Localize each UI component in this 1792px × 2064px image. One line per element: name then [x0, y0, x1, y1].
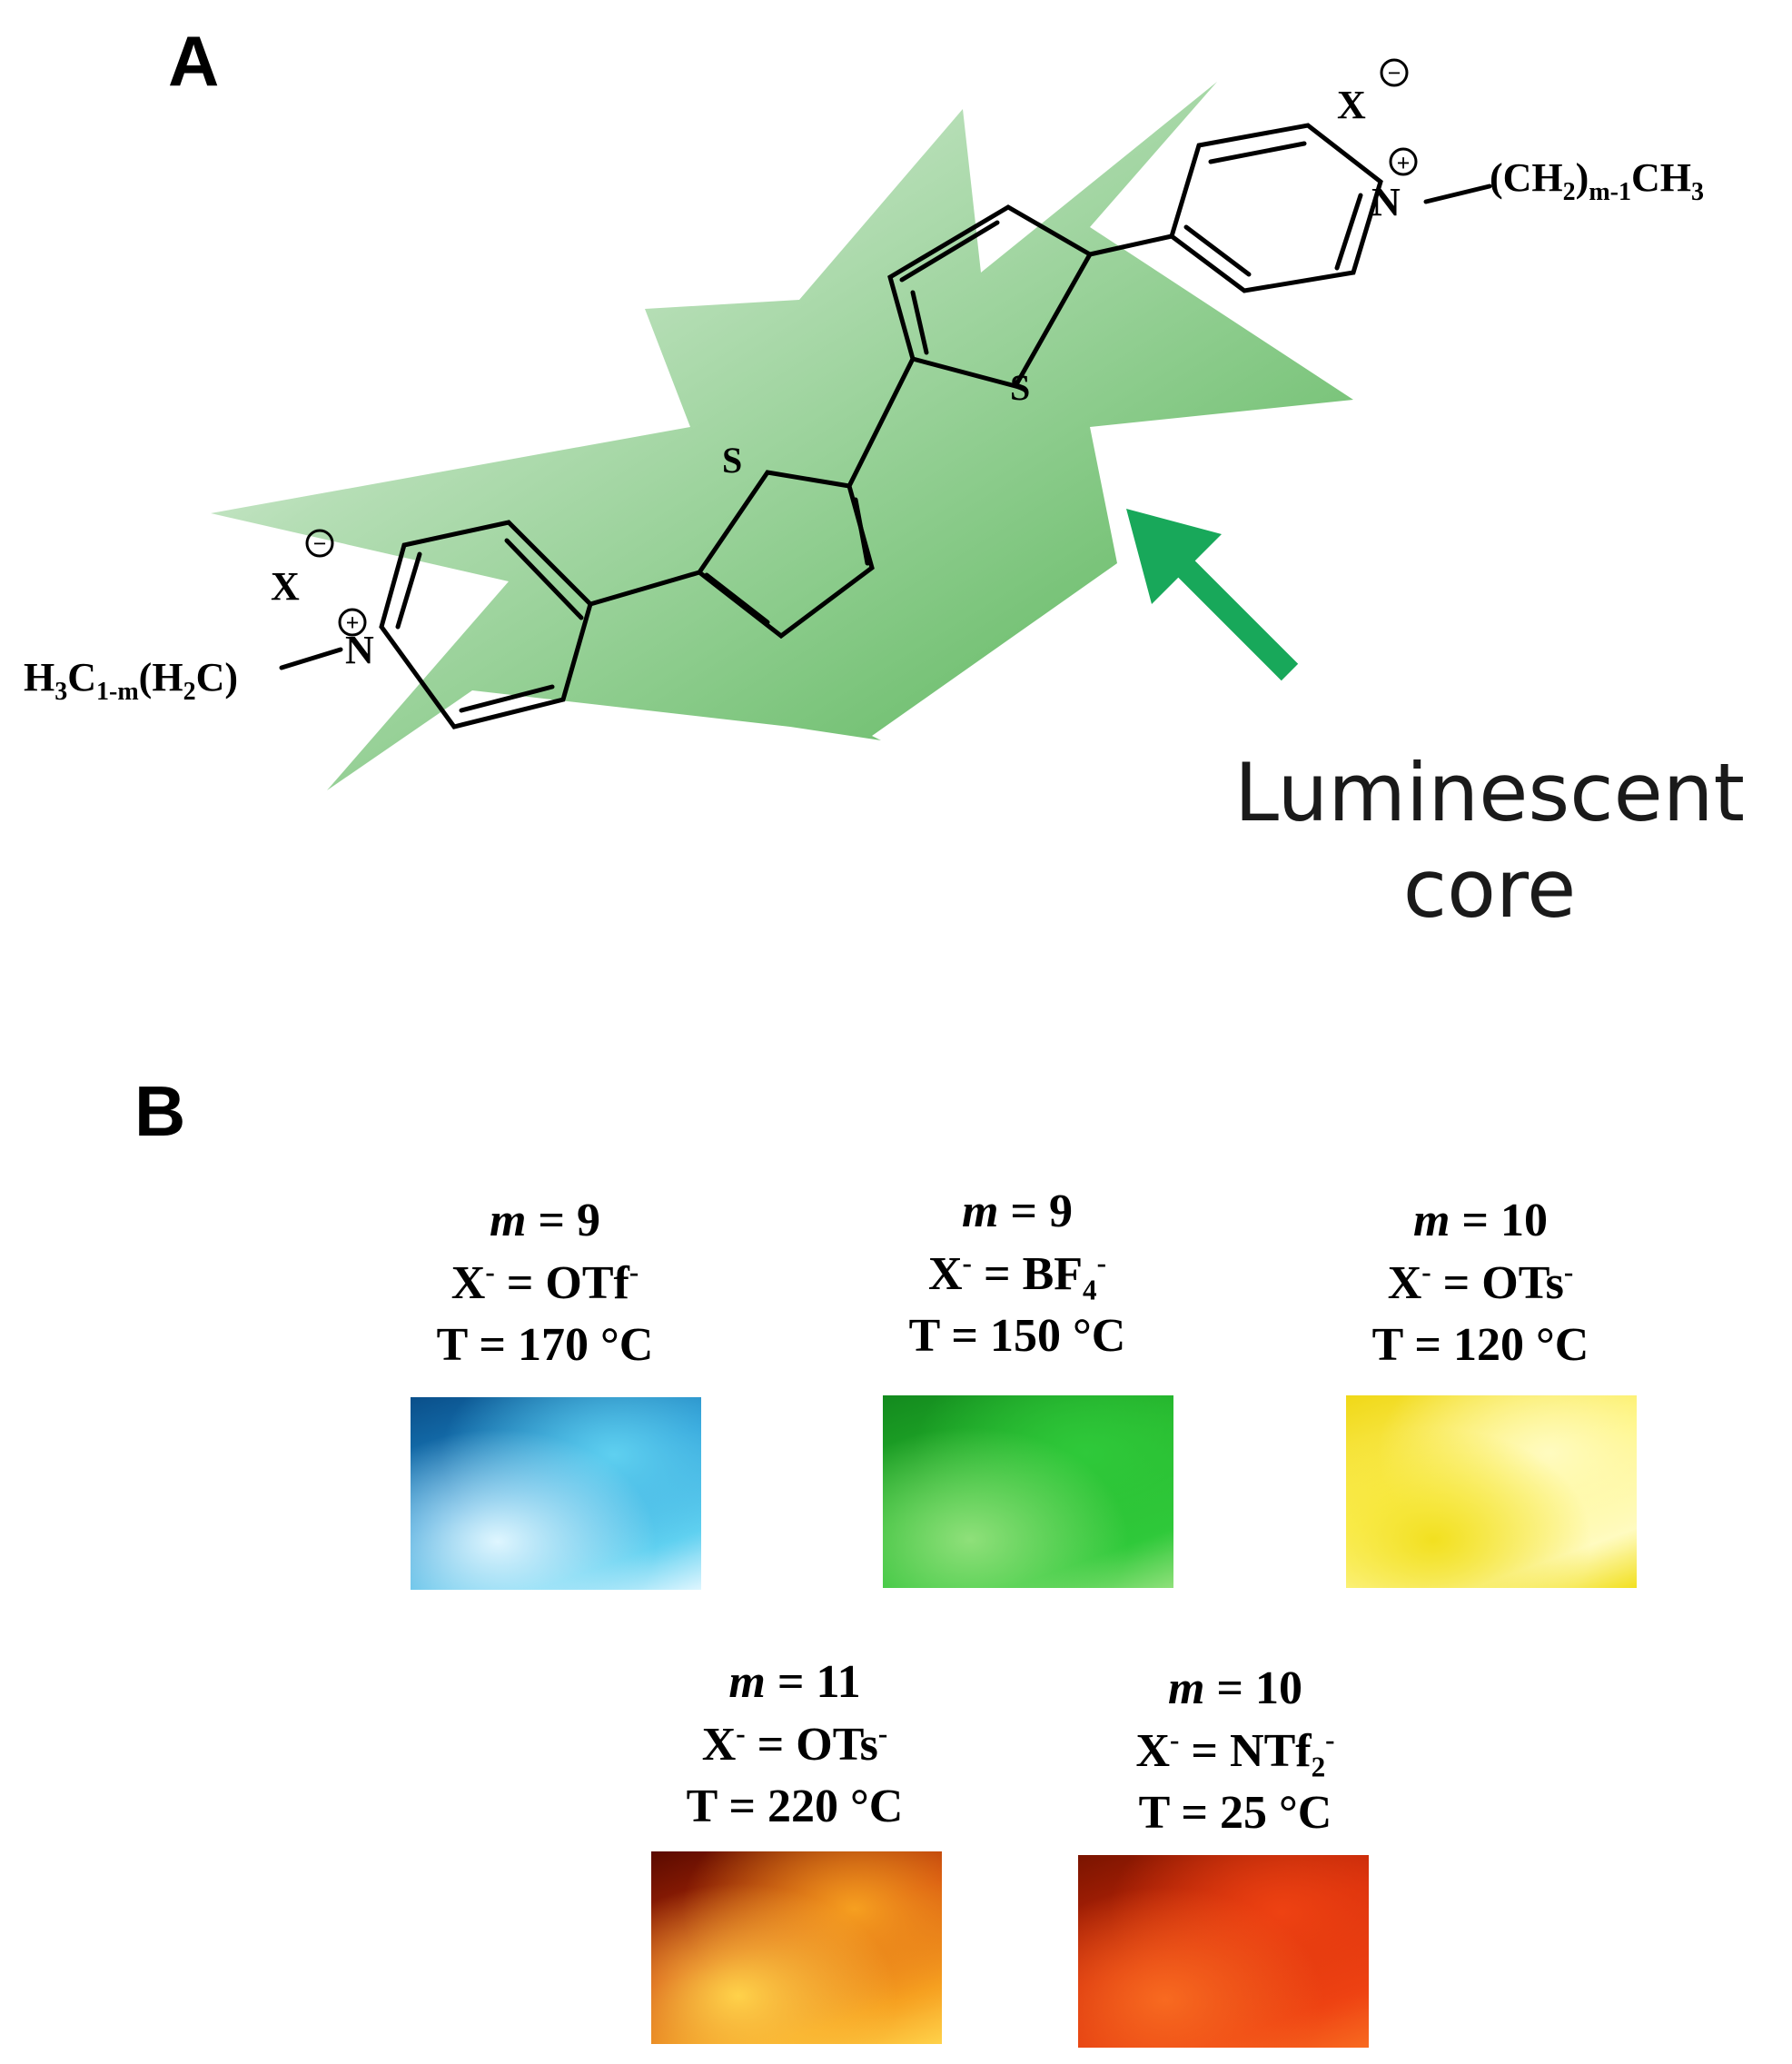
- minus-sign-right: −: [1388, 60, 1401, 86]
- plus-sign-right: +: [1397, 150, 1411, 176]
- sulfur-atom-right: S: [1010, 367, 1030, 408]
- left-alkyl-chain: H3C1-m(H2C): [24, 655, 238, 706]
- plus-sign-left: +: [346, 610, 360, 636]
- sample-caption-4: m = 11 X- = OTs- T = 220 °C: [686, 1656, 904, 1833]
- sample-caption-1: m = 9 X- = OTf- T = 170 °C: [436, 1195, 654, 1372]
- panel-b-label: B: [134, 1071, 186, 1151]
- molecular-bonds: [279, 123, 1492, 729]
- positive-charge-icon: [1389, 147, 1418, 176]
- sample-caption-3: m = 10 X- = OTs- T = 120 °C: [1371, 1195, 1589, 1372]
- panel-a-label: A: [168, 21, 220, 101]
- right-alkyl-chain: (CH2)m-1CH3: [1490, 155, 1704, 206]
- minus-sign-left: −: [313, 531, 327, 557]
- luminescence-swatch-orange: [651, 1851, 942, 2044]
- anion-x-left: X: [271, 564, 300, 609]
- negative-charge-icon: [1380, 58, 1409, 87]
- nitrogen-atom-right: N: [1371, 180, 1401, 224]
- luminescent-core-caption: Luminescent core: [1234, 746, 1745, 936]
- luminescence-swatch-blue: [411, 1397, 701, 1590]
- anion-x-right: X: [1337, 83, 1366, 127]
- bithiophene-pyridinium-structure: S S N + X − (CH2)m-1CH3 N + X − H3C1-m(H…: [24, 58, 1704, 790]
- sample-caption-2: m = 9 X- = BF4- T = 150 °C: [908, 1186, 1126, 1363]
- luminescent-glow: [211, 82, 1353, 790]
- negative-charge-icon: [305, 529, 334, 558]
- arrow-icon: [1126, 509, 1299, 681]
- luminescence-swatch-yellow: [1346, 1395, 1637, 1588]
- sulfur-atom-left: S: [722, 440, 742, 481]
- sample-caption-5: m = 10 X- = NTf2- T = 25 °C: [1135, 1662, 1335, 1840]
- luminescence-swatch-green: [883, 1395, 1173, 1588]
- luminescence-swatch-red: [1078, 1855, 1369, 2048]
- positive-charge-icon: [338, 608, 367, 637]
